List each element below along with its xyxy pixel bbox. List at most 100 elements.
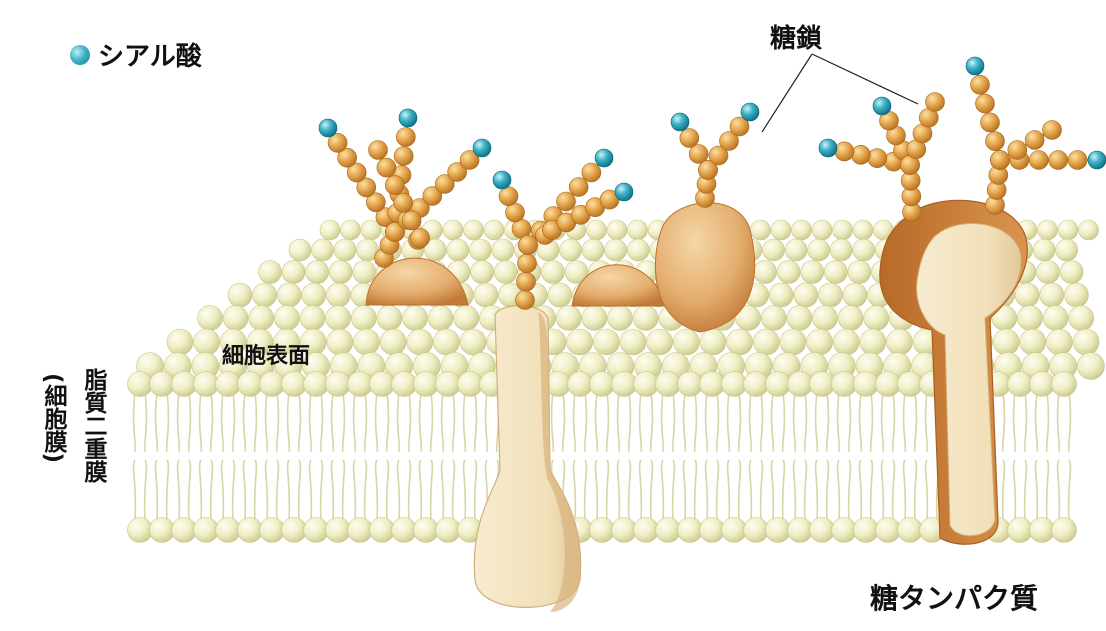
lipid-head xyxy=(612,518,637,543)
lipid-head xyxy=(763,239,785,261)
lipid-head xyxy=(1043,306,1068,331)
lipid-head xyxy=(813,306,838,331)
lipid-head xyxy=(253,283,277,307)
lipid-head xyxy=(460,329,486,355)
lipid-tail xyxy=(816,460,818,520)
sialic-acid xyxy=(399,109,417,127)
lipid-head xyxy=(812,220,832,240)
lipid-head xyxy=(751,220,771,240)
lipid-head xyxy=(787,306,812,331)
lipid-head xyxy=(1073,329,1099,355)
lipid-head xyxy=(494,261,517,284)
lipid-bilayer-label: 脂質二重膜 xyxy=(78,368,108,483)
lipid-head xyxy=(172,518,197,543)
lipid-head xyxy=(766,518,791,543)
lipid-head xyxy=(833,220,853,240)
lipid-head xyxy=(1052,372,1077,397)
lipid-head xyxy=(194,518,219,543)
sugar-bead xyxy=(1068,151,1087,170)
sugar-chain-4-arm xyxy=(901,93,945,175)
lipid-tail xyxy=(926,392,928,452)
lipid-head xyxy=(150,372,175,397)
lipid-head xyxy=(700,518,725,543)
lipid-tail xyxy=(893,392,895,452)
sugar-bead xyxy=(971,75,990,94)
lipid-tail xyxy=(563,392,565,452)
lipid-tail xyxy=(838,392,840,452)
sialic-acid xyxy=(615,183,633,201)
lipid-head xyxy=(656,518,681,543)
sugar-bead xyxy=(385,176,404,195)
lipid-head xyxy=(414,518,439,543)
lipid-head xyxy=(474,283,498,307)
lipid-tail xyxy=(739,392,741,452)
lipid-tail xyxy=(255,392,257,452)
lipid-tail xyxy=(882,460,884,520)
lipid-tail xyxy=(310,392,312,452)
sugar-bead xyxy=(557,192,576,211)
lipid-head xyxy=(194,329,220,355)
lipid-head xyxy=(1018,306,1043,331)
lipid-tail xyxy=(376,392,378,452)
lipid-head xyxy=(876,518,901,543)
sugar-bead xyxy=(1029,151,1048,170)
lipid-tail xyxy=(651,460,653,520)
lipid-head xyxy=(302,283,326,307)
lipid-tail xyxy=(321,392,323,452)
lipid-head xyxy=(1052,518,1077,543)
lipid-head xyxy=(1079,220,1099,240)
lipid-head xyxy=(198,306,223,331)
lipid-head xyxy=(454,306,479,331)
lipid-head xyxy=(678,372,703,397)
lipid-tail xyxy=(189,460,191,520)
lipid-tail xyxy=(695,392,697,452)
lipid-head xyxy=(238,518,263,543)
lipid-tail xyxy=(343,460,345,520)
lipid-head xyxy=(341,220,361,240)
sugar-bead xyxy=(394,147,413,166)
lipid-head xyxy=(1040,283,1064,307)
lipid-tail xyxy=(871,392,873,452)
lipid-head xyxy=(854,518,879,543)
lipid-head xyxy=(788,518,813,543)
lipid-head xyxy=(1064,283,1088,307)
lipid-head xyxy=(1060,261,1083,284)
lipid-tail xyxy=(761,392,763,452)
lipid-tail xyxy=(618,460,620,520)
lipid-head xyxy=(582,239,604,261)
lipid-head xyxy=(833,329,859,355)
sugar-chain-label: 糖鎖 xyxy=(770,18,822,55)
lipid-tail xyxy=(1003,460,1005,520)
lipid-head xyxy=(807,329,833,355)
lipid-head xyxy=(436,372,461,397)
lipid-head xyxy=(843,283,867,307)
lipid-tail xyxy=(288,392,290,452)
lipid-tail xyxy=(849,460,851,520)
lipid-tail xyxy=(805,392,807,452)
lipid-tail xyxy=(1069,460,1071,520)
sialic-acid xyxy=(595,149,613,167)
lipid-tail xyxy=(233,460,235,520)
lipid-head xyxy=(792,220,812,240)
lipid-tail xyxy=(167,460,169,520)
lipid-head xyxy=(407,329,433,355)
lipid-head xyxy=(1030,518,1055,543)
lipid-tail xyxy=(827,460,829,520)
lipid-tail xyxy=(398,460,400,520)
lipid-head xyxy=(348,518,373,543)
lipid-head xyxy=(1046,329,1072,355)
lipid-head xyxy=(794,283,818,307)
lipid-head xyxy=(329,261,352,284)
lipid-head xyxy=(898,518,923,543)
lipid-tail xyxy=(761,460,763,520)
sialic-acid xyxy=(873,97,891,115)
lipid-tail xyxy=(607,392,609,452)
lipid-tail xyxy=(453,392,455,452)
lipid-tail xyxy=(376,460,378,520)
lipid-head xyxy=(612,372,637,397)
lipid-head xyxy=(634,518,659,543)
lipid-tail xyxy=(838,460,840,520)
lipid-tail xyxy=(574,460,576,520)
